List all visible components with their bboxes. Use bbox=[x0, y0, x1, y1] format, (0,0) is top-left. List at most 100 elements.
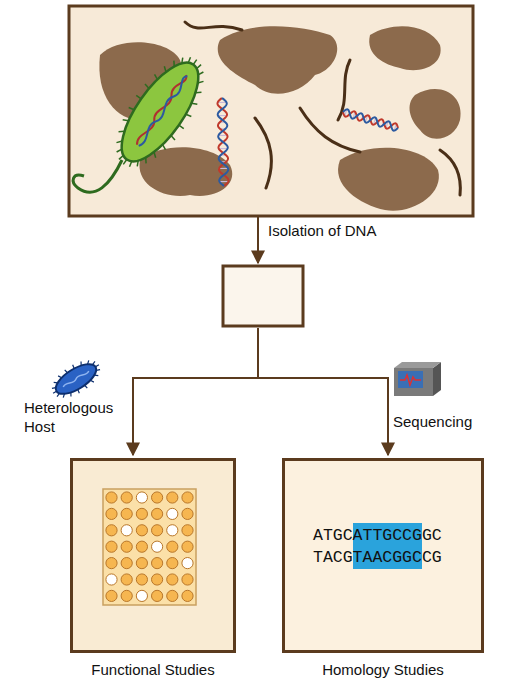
pilus bbox=[53, 391, 56, 393]
pilus bbox=[154, 152, 156, 158]
well-plate bbox=[103, 489, 196, 605]
pilus bbox=[65, 370, 68, 373]
plate-well bbox=[167, 574, 178, 585]
plate-well bbox=[106, 492, 117, 503]
plate-well bbox=[106, 558, 117, 569]
plate-well bbox=[182, 574, 193, 585]
pilus bbox=[163, 144, 166, 149]
plate-well bbox=[136, 525, 147, 536]
plate-well bbox=[121, 541, 132, 552]
pilus bbox=[70, 392, 71, 396]
host-bacterium bbox=[51, 358, 101, 399]
plate-well bbox=[121, 508, 132, 519]
pilus bbox=[96, 365, 99, 367]
branch-arrow bbox=[387, 377, 389, 455]
plate-well bbox=[136, 590, 147, 601]
pilus bbox=[198, 72, 203, 75]
helix-strand bbox=[218, 98, 229, 186]
soil-particle bbox=[369, 26, 440, 70]
plate-well bbox=[182, 525, 193, 536]
panel-title: Functional Studies bbox=[53, 661, 253, 679]
plate-well bbox=[167, 508, 178, 519]
pilus bbox=[129, 107, 135, 109]
plate-well bbox=[106, 541, 117, 552]
plate-well bbox=[121, 525, 132, 536]
pilus bbox=[116, 141, 122, 143]
pilus bbox=[88, 360, 89, 364]
pilus bbox=[179, 125, 184, 128]
pilus bbox=[52, 387, 56, 389]
plate-well bbox=[152, 541, 163, 552]
pilus bbox=[117, 149, 122, 152]
plate-well bbox=[167, 558, 178, 569]
host-label: Heterologous Host bbox=[24, 399, 120, 437]
pilus bbox=[193, 60, 196, 65]
pilus bbox=[186, 114, 192, 116]
plate-well bbox=[182, 558, 193, 569]
pilus bbox=[78, 389, 79, 393]
pilus bbox=[136, 95, 141, 98]
pilus bbox=[119, 131, 125, 133]
plate-well bbox=[182, 590, 193, 601]
plate-well bbox=[167, 541, 178, 552]
worm-line bbox=[255, 118, 271, 188]
soil-particle bbox=[338, 148, 439, 211]
plate-well bbox=[136, 558, 147, 569]
plate-well bbox=[152, 508, 163, 519]
plate-well bbox=[167, 492, 178, 503]
plate-well bbox=[167, 590, 178, 601]
bacterial-dna bbox=[135, 74, 188, 146]
helix-strand bbox=[343, 109, 398, 130]
plate-well bbox=[136, 541, 147, 552]
helix-strand bbox=[217, 98, 228, 186]
pilus bbox=[188, 57, 190, 63]
plate-well bbox=[182, 541, 193, 552]
step-label: Isolation of DNA bbox=[268, 222, 376, 241]
panel-title: Homology Studies bbox=[275, 661, 491, 679]
plate-well bbox=[182, 508, 193, 519]
plate-well bbox=[136, 508, 147, 519]
plate-well bbox=[182, 492, 193, 503]
pilus bbox=[73, 365, 74, 369]
plate-well bbox=[121, 590, 132, 601]
pilus bbox=[80, 362, 81, 366]
screen-signal bbox=[400, 375, 421, 385]
pilus bbox=[145, 157, 147, 163]
pilus bbox=[58, 376, 62, 378]
worm-line bbox=[440, 150, 460, 195]
functional-panel: Functional Studies bbox=[70, 458, 236, 653]
computer-top bbox=[394, 362, 441, 368]
plate-well bbox=[121, 574, 132, 585]
plate-well bbox=[152, 590, 163, 601]
step-label: Sequencing bbox=[393, 413, 472, 432]
homology-panel: ATGCATTGCCGGCTACGTAACGGCCGHomology Studi… bbox=[282, 458, 484, 653]
plate-well bbox=[121, 492, 132, 503]
plate-well bbox=[152, 558, 163, 569]
plate-well bbox=[136, 492, 147, 503]
worm-line bbox=[185, 22, 242, 30]
pilus bbox=[85, 385, 88, 388]
pilus bbox=[198, 81, 204, 83]
plate-well bbox=[106, 590, 117, 601]
pilus bbox=[94, 375, 98, 377]
pilus bbox=[123, 160, 126, 165]
pilus bbox=[119, 155, 123, 159]
computer-screen bbox=[398, 371, 423, 388]
plate-well bbox=[167, 525, 178, 536]
pilus bbox=[164, 66, 166, 72]
plate-well bbox=[152, 525, 163, 536]
plate-well bbox=[136, 574, 147, 585]
pilus bbox=[191, 103, 197, 105]
pilus bbox=[195, 92, 201, 94]
pilus bbox=[129, 161, 131, 167]
branch-line bbox=[133, 377, 388, 379]
bacterium-cell bbox=[108, 51, 212, 172]
pilus bbox=[171, 135, 175, 139]
pilus bbox=[145, 84, 149, 88]
pilus bbox=[63, 394, 64, 398]
host-dna bbox=[63, 370, 90, 388]
branch-arrow bbox=[132, 377, 134, 455]
sample-box bbox=[69, 6, 473, 216]
computer-front bbox=[394, 368, 433, 396]
flagellum bbox=[73, 160, 122, 192]
